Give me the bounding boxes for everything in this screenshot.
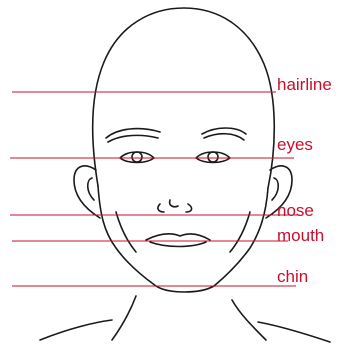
hairline-label: hairline (277, 76, 332, 93)
left-eye (120, 152, 154, 163)
cheek-right (230, 212, 250, 252)
right-eye (196, 152, 230, 163)
right-pupil (208, 152, 218, 162)
left-ear-inner (88, 178, 94, 200)
nose-label: nose (277, 202, 314, 219)
chin-line (156, 286, 214, 292)
right-ear-inner (272, 178, 278, 200)
mouth-upper-lip (146, 234, 210, 240)
neck-right (232, 300, 266, 340)
mouth-label: mouth (277, 227, 324, 244)
mouth-lower-lip (150, 242, 206, 247)
cheek-left (116, 212, 136, 252)
collar-right (258, 322, 330, 342)
eyes-label: eyes (277, 136, 313, 153)
neck-left (112, 296, 136, 340)
right-eyebrow (202, 128, 246, 140)
collar-left (40, 320, 112, 340)
nose (158, 200, 192, 212)
chin-label: chin (277, 268, 308, 285)
head-outline (93, 8, 275, 188)
face-left-side (98, 186, 156, 286)
left-pupil (132, 152, 142, 162)
face-right-side (214, 188, 268, 286)
left-eyebrow (106, 129, 160, 142)
